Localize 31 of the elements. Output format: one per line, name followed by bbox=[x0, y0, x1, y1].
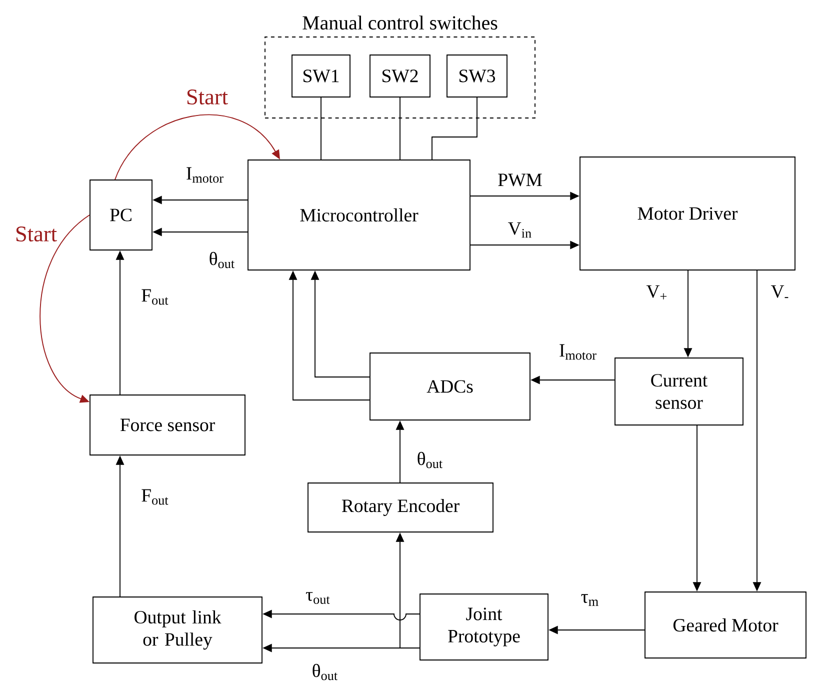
edge-label: θ$_{out}$ bbox=[416, 450, 444, 470]
edge-label: PWM bbox=[496, 172, 544, 188]
arrow bbox=[40, 214, 90, 403]
block-box: Motor Driver bbox=[580, 156, 796, 270]
edge-label: Start bbox=[184, 88, 230, 106]
edge-label: θ$_{out}$ bbox=[310, 662, 340, 682]
node-label: Manual control switches bbox=[302, 16, 498, 30]
edge-label: F$_{out}$ bbox=[140, 488, 170, 506]
block-box: PC bbox=[90, 180, 152, 250]
block-box: SW1 bbox=[292, 54, 350, 98]
block-box: Rotary Encoder bbox=[308, 482, 494, 532]
block-box: Current sensor bbox=[614, 358, 744, 426]
block-box: ADCs bbox=[370, 352, 530, 420]
edge-label: Start bbox=[14, 225, 58, 243]
block-box: Output link or Pulley bbox=[92, 596, 262, 664]
block-box: SW2 bbox=[370, 54, 430, 98]
arrow bbox=[114, 114, 280, 180]
edge-label: I$_{motor}$ bbox=[184, 166, 226, 184]
edge-label: τ$_{m}$ bbox=[580, 593, 600, 607]
edge-label: V$_{-}$ bbox=[770, 284, 790, 302]
block-box: Microcontroller bbox=[248, 160, 470, 270]
edge-label: F$_{out}$ bbox=[140, 288, 170, 306]
edge-label: V$_{in}$ bbox=[506, 221, 534, 239]
block-box: Joint Prototype bbox=[420, 594, 548, 660]
edge-label: τ$_{out}$ bbox=[304, 590, 332, 606]
block-box: Force sensor bbox=[90, 394, 246, 456]
block-box: Geared Motor bbox=[644, 592, 806, 658]
edge-label: I$_{motor}$ bbox=[558, 343, 598, 361]
edge-label: V$_{+}$ bbox=[645, 284, 669, 302]
edge-label: θ$_{out}$ bbox=[208, 250, 236, 270]
block-box: SW3 bbox=[446, 54, 508, 98]
